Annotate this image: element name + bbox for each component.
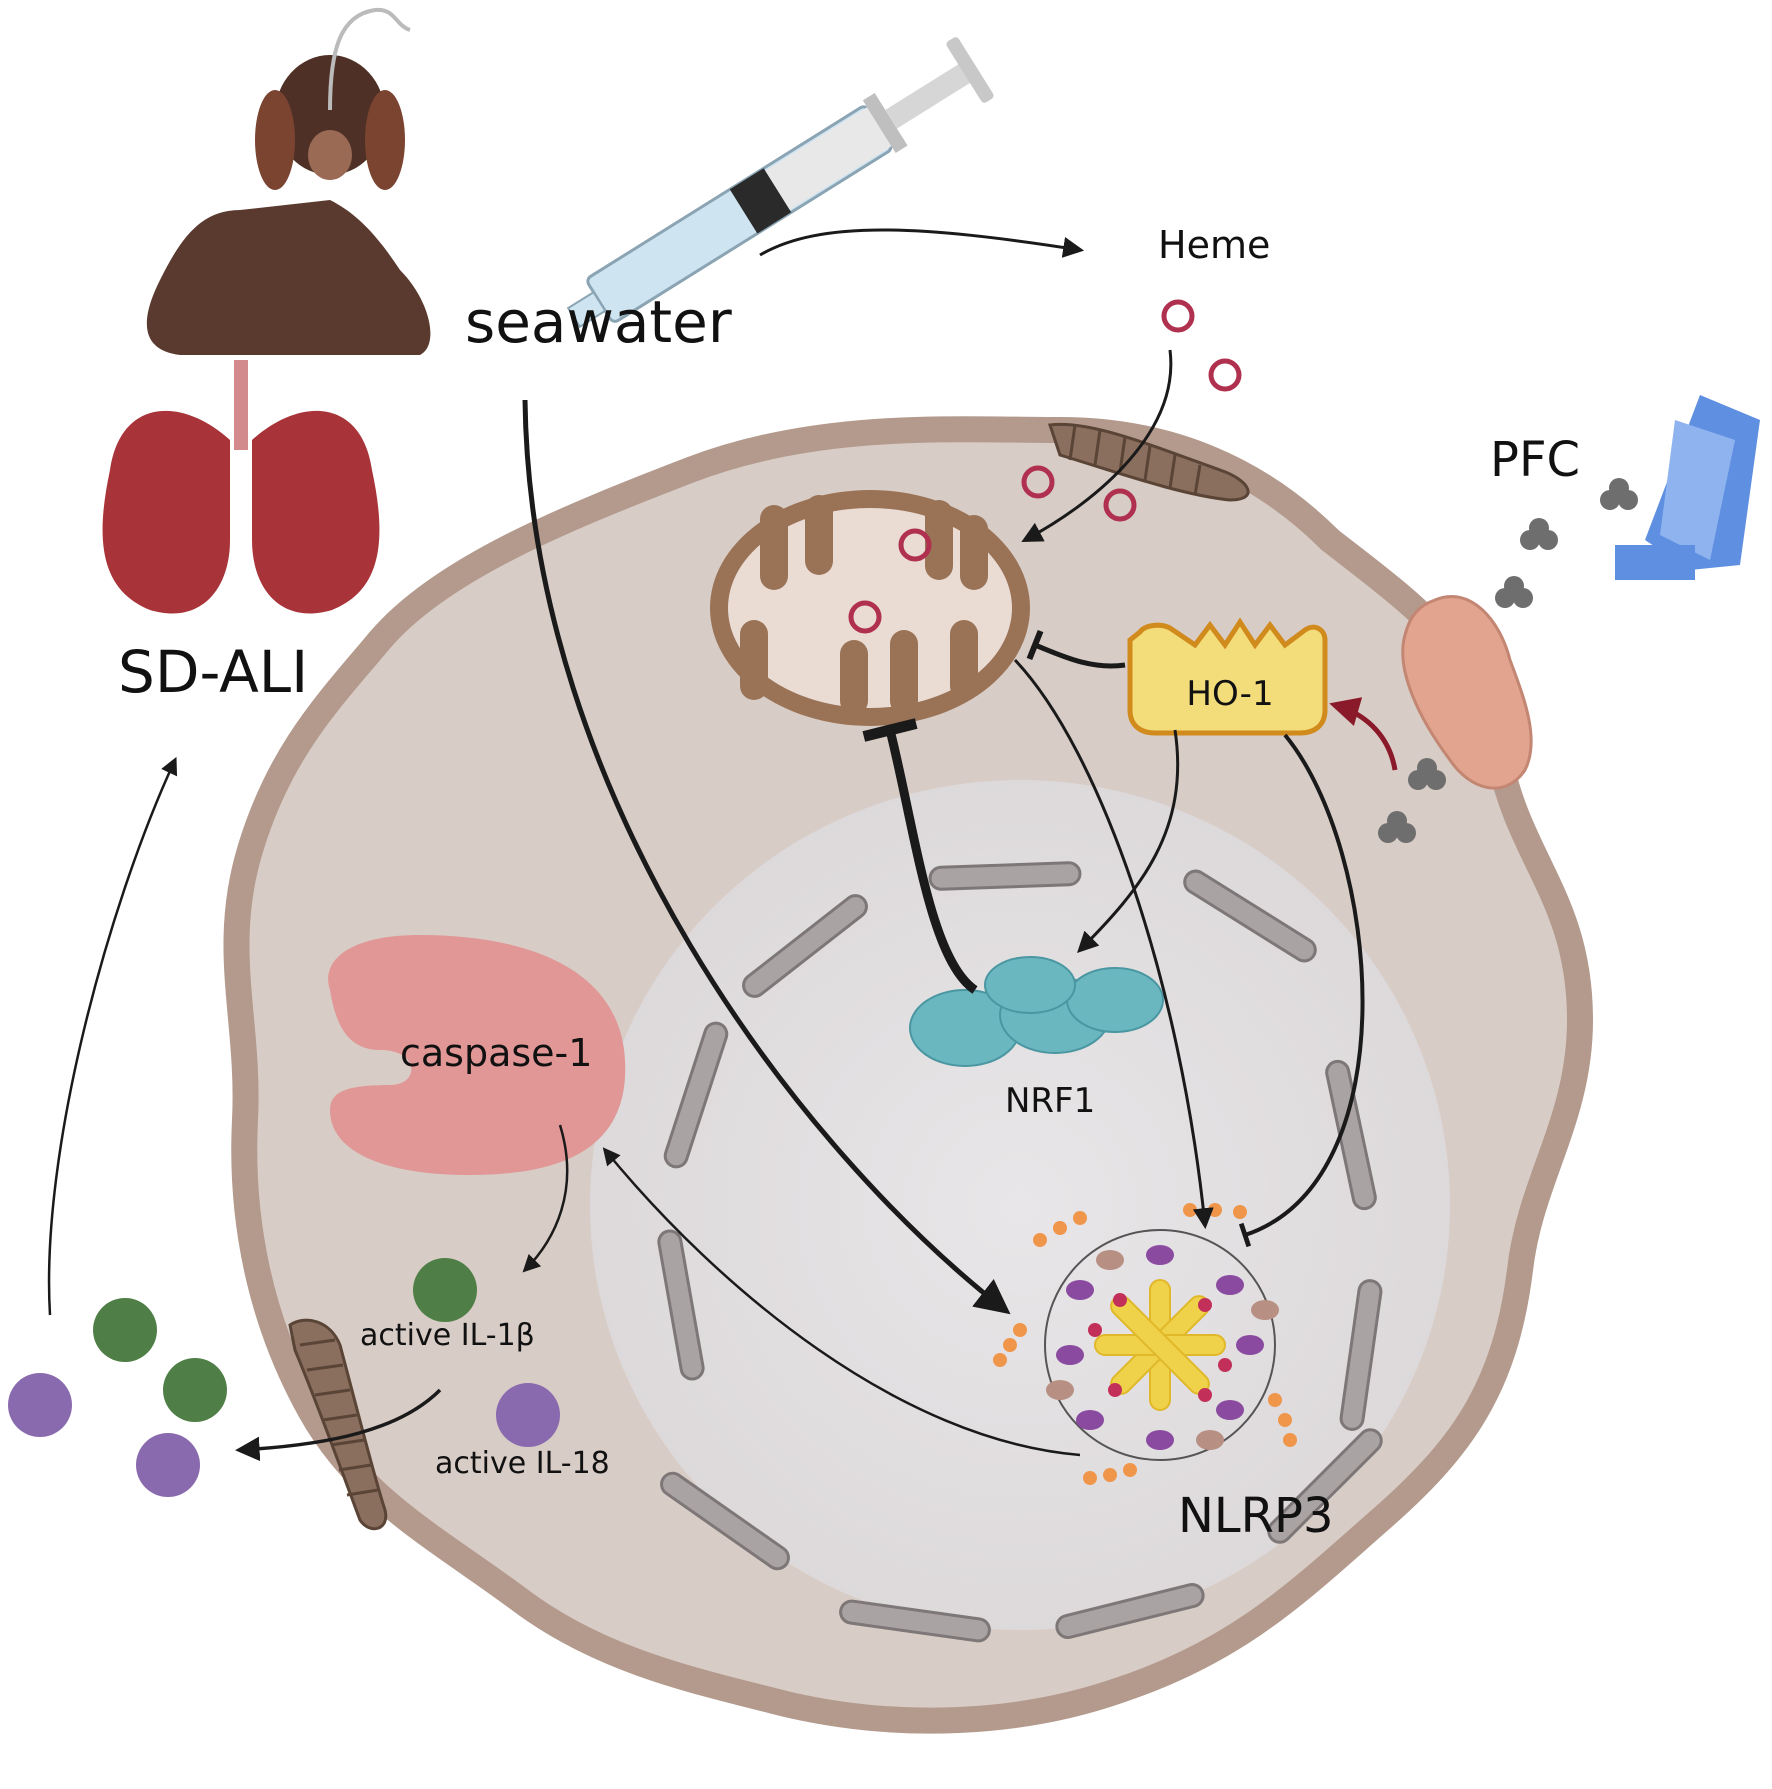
nrf1-protein [909, 956, 1164, 1067]
arrow-heme-mito [1021, 349, 1173, 542]
nuclear-envelope [657, 861, 1383, 1643]
il18-cluster [8, 1373, 560, 1497]
heme-label: Heme [1158, 223, 1270, 267]
arrow-ho1-nrf1 [1077, 729, 1180, 953]
caspase1-protein [328, 935, 626, 1175]
pfc-label: PFC [1490, 432, 1580, 488]
arrow-il-release [235, 1388, 442, 1462]
receptor-icon [1401, 594, 1533, 790]
arrow-nlrp3-caspase [602, 1147, 1081, 1457]
inhibit-nrf1-mito [862, 718, 978, 994]
syringe-icon [566, 37, 994, 329]
inhibit-ho1-nlrp3 [1238, 733, 1365, 1248]
ho1-label: HO-1 [1186, 674, 1273, 714]
dog-icon [146, 7, 431, 355]
channel-icon [288, 1318, 388, 1531]
mitochondrion-icon [710, 490, 1030, 726]
caspase1-label: caspase-1 [400, 1031, 592, 1075]
arrow-mito-nlrp3 [1013, 658, 1214, 1230]
nlrp3-label: NLRP3 [1178, 1488, 1333, 1544]
arrow-seawater-heme [759, 228, 1085, 258]
arrow-seawater-nlrp3 [522, 399, 1011, 1315]
nrf1-label: NRF1 [1005, 1081, 1095, 1121]
inhibit-ho1-mito [1026, 629, 1126, 669]
heme-icon [848, 299, 1242, 634]
inhaler-icon [1615, 395, 1760, 580]
pfc-particles [1378, 478, 1638, 843]
il1b-label: active IL-1β [360, 1318, 535, 1353]
arrows [47, 228, 1398, 1462]
arrow-caspase-il [522, 1124, 569, 1273]
seawater-label: seawater [465, 288, 732, 356]
il18-label: active IL-18 [435, 1446, 610, 1481]
lungs-icon [102, 360, 380, 614]
arrow-release-sdali [47, 756, 178, 1316]
sd-ali-label: SD-ALI [118, 638, 308, 706]
channel-icon [1047, 422, 1250, 502]
il1b-cluster [93, 1258, 477, 1422]
arrow-pfc-ho1 [1329, 697, 1398, 771]
inflammasome-icon [993, 1203, 1297, 1485]
ho1-protein: HO-1 [1127, 617, 1328, 736]
